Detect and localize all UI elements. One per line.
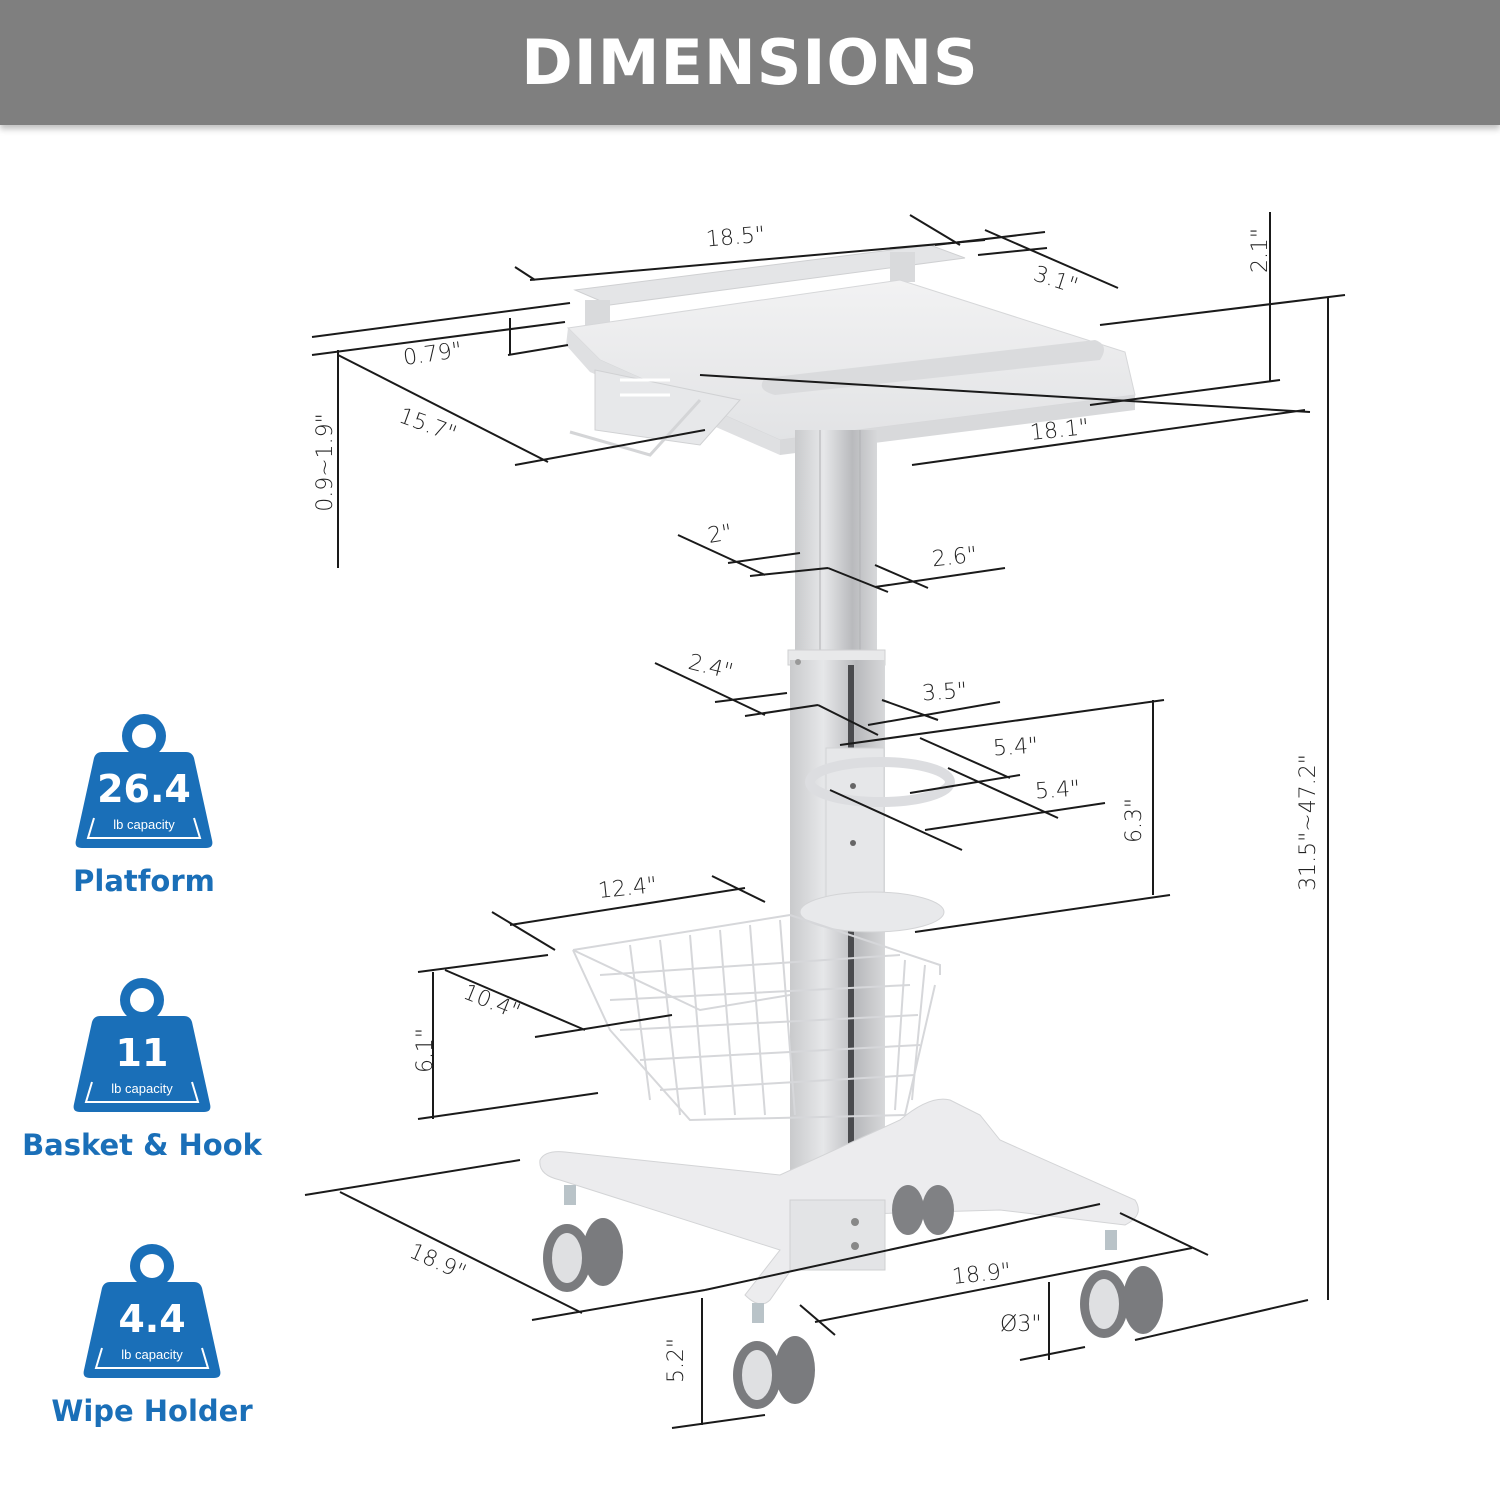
dim-platform-width: 18.5" bbox=[705, 222, 767, 253]
casters bbox=[543, 1185, 1163, 1409]
dim-wipe-holder-width: 5.4" bbox=[992, 733, 1039, 762]
weight-icon: 26.4 lb capacity bbox=[74, 708, 214, 850]
capacity-label: Basket & Hook bbox=[22, 1128, 262, 1162]
dim-wipe-holder-depth: 5.4" bbox=[1034, 776, 1081, 805]
wipe-holder bbox=[799, 747, 955, 933]
dim-overall-height: 31.5"~47.2" bbox=[1295, 754, 1321, 891]
capacity-value: 11 bbox=[115, 1031, 169, 1075]
dim-upper-column-width: 2.6" bbox=[930, 542, 979, 573]
capacity-basket-hook: 11 lb capacity Basket & Hook bbox=[12, 972, 272, 1162]
caster-back-left bbox=[543, 1185, 623, 1292]
capacity-label: Platform bbox=[73, 864, 215, 898]
dim-wipe-holder-height: 6.3" bbox=[1122, 797, 1148, 844]
capacity-label: Wipe Holder bbox=[51, 1394, 253, 1428]
weight-icon: 11 lb capacity bbox=[72, 972, 212, 1114]
page-title: DIMENSIONS bbox=[521, 26, 979, 99]
upper-column bbox=[795, 430, 877, 650]
base-frame bbox=[539, 1098, 1139, 1305]
capacity-wipe-holder: 4.4 lb capacity Wipe Holder bbox=[22, 1238, 282, 1428]
capacity-unit: lb capacity bbox=[121, 1347, 183, 1362]
caster-front-right bbox=[1080, 1230, 1163, 1338]
wire-basket bbox=[572, 914, 941, 1122]
capacity-unit: lb capacity bbox=[113, 817, 175, 832]
capacity-unit: lb capacity bbox=[111, 1081, 173, 1096]
dim-caster-diameter: Ø3" bbox=[1000, 1312, 1042, 1337]
dim-caster-height: 5.2" bbox=[664, 1337, 690, 1384]
caster-back-right bbox=[892, 1185, 954, 1235]
capacity-value: 26.4 bbox=[97, 767, 191, 811]
dim-tilt-range: 0.9~1.9" bbox=[312, 413, 338, 512]
dim-rail-height: 2.1" bbox=[1248, 227, 1274, 274]
caster-front-left bbox=[733, 1303, 815, 1409]
platform-tray bbox=[566, 244, 1136, 457]
header-banner: DIMENSIONS bbox=[0, 0, 1500, 125]
dimension-lines bbox=[304, 212, 1346, 1429]
dim-upper-column-depth: 2" bbox=[706, 520, 735, 549]
weight-icon: 4.4 lb capacity bbox=[82, 1238, 222, 1380]
capacity-value: 4.4 bbox=[118, 1297, 186, 1341]
dim-lower-column-width: 3.5" bbox=[921, 678, 968, 707]
dim-basket-height: 6.1" bbox=[413, 1027, 439, 1074]
capacity-platform: 26.4 lb capacity Platform bbox=[14, 708, 274, 898]
